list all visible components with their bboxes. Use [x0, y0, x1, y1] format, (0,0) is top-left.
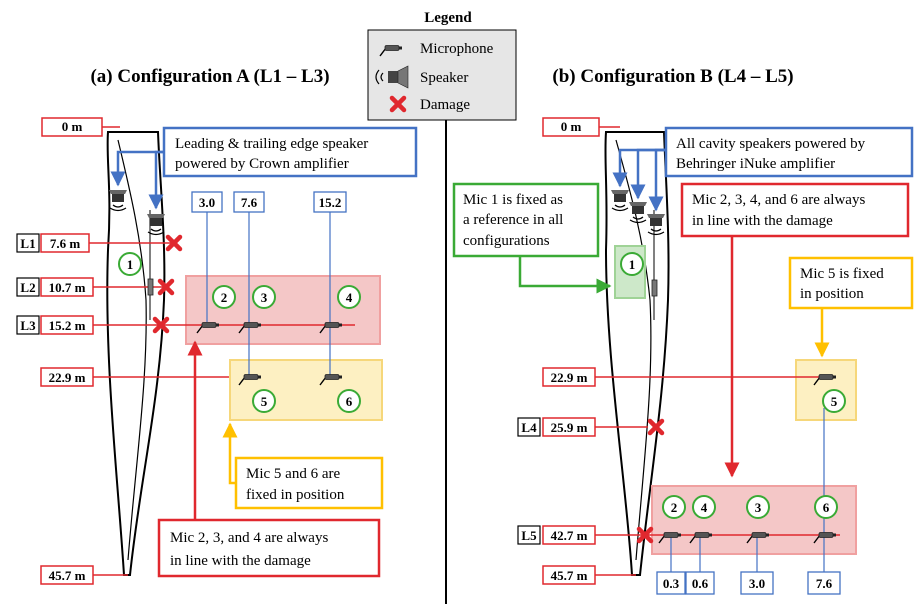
panel-a: (a) Configuration A (L1 – L3) 0 m L1 7.6…: [16, 66, 418, 585]
offset-b-1: [656, 571, 686, 595]
callout-a-inline-line1: Mic 2, 3, and 4 are always: [170, 530, 328, 546]
legend-speaker-icon: [375, 65, 409, 89]
callout-a-fixed-line2: fixed in position: [246, 487, 345, 503]
callout-a-fixed: [234, 456, 384, 510]
callout-b-speaker-line2: Behringer iNuke amplifier: [676, 156, 835, 172]
callout-b-inline-line2: in line with the damage: [692, 213, 833, 229]
callout-b-reference-line3: configurations: [463, 233, 550, 249]
offset-b-4-label: 7.6: [816, 576, 833, 591]
zone-a-fixed: [229, 359, 383, 421]
callout-b-speaker: [664, 126, 914, 178]
station-a-5-label: 45.7 m: [49, 568, 86, 583]
legend-damage-label: Damage: [420, 97, 470, 113]
offset-b-3-label: 3.0: [749, 576, 765, 591]
offset-a-3-label: 15.2: [319, 195, 342, 210]
offset-b-4: [807, 571, 841, 595]
callout-b-fixed: [788, 256, 914, 310]
mic-a-2-label: 2: [221, 290, 228, 305]
layup-b-l4: [517, 417, 541, 437]
mic-a-5-badge: [252, 389, 276, 413]
layup-a-l2: [16, 277, 40, 297]
mic-a-2-badge: [212, 285, 236, 309]
mic-a-1-label: 1: [127, 257, 134, 272]
station-b-3-label: 42.7 m: [551, 528, 588, 543]
mic-b-5-label: 5: [831, 394, 838, 409]
station-a-1-label: 7.6 m: [50, 236, 81, 251]
station-b-0-label: 0 m: [561, 119, 582, 134]
offset-b-2-label: 0.6: [692, 576, 709, 591]
callout-b-reference: [452, 182, 600, 258]
station-a-0-label: 0 m: [62, 119, 83, 134]
mic-b-4-label: 4: [701, 500, 708, 515]
offset-b-3: [740, 571, 774, 595]
offset-b-2: [685, 571, 715, 595]
mic-b-5-badge: [822, 389, 846, 413]
mic-b-1-badge: [620, 252, 644, 276]
station-a-2-label: 10.7 m: [49, 280, 86, 295]
layup-b-l4-label: L4: [521, 420, 537, 435]
legend: Legend Microphone Speaker Damage: [367, 10, 517, 121]
station-b-4-label: 45.7 m: [551, 568, 588, 583]
station-b-2-label: 25.9 m: [551, 420, 588, 435]
layup-a-l3: [16, 315, 40, 335]
mic-a-5-label: 5: [261, 394, 268, 409]
callout-b-reference-line2: a reference in all: [463, 212, 563, 228]
blade-b-outline: [604, 131, 670, 576]
mic-a-6-label: 6: [346, 394, 353, 409]
callout-b-inline: [680, 182, 910, 238]
legend-speaker-label: Speaker: [420, 70, 468, 86]
zone-b-fixed: [795, 359, 857, 421]
mic-b-3-label: 3: [755, 500, 762, 515]
station-a-4-label: 22.9 m: [49, 370, 86, 385]
mic-b-3-badge: [746, 495, 770, 519]
callout-b-fixed-line2: in position: [800, 286, 864, 302]
layup-a-l1: [16, 233, 40, 253]
mic-a-3-label: 3: [261, 290, 268, 305]
callout-a-inline: [157, 518, 381, 578]
station-a-3-label: 15.2 m: [49, 318, 86, 333]
mic-b-2-badge: [662, 495, 686, 519]
offset-b-1-label: 0.3: [663, 576, 680, 591]
mic-a-1-badge: [118, 252, 142, 276]
callout-a-fixed-line1: Mic 5 and 6 are: [246, 466, 340, 482]
spar-a-marker: [147, 278, 154, 296]
callout-a-inline-line2: in line with the damage: [170, 553, 311, 569]
layup-a-l3-label: L3: [20, 318, 36, 333]
mic-b-4-badge: [692, 495, 716, 519]
mic-a-3-badge: [252, 285, 276, 309]
mic-b-6-badge: [814, 495, 838, 519]
layup-b-l5: [517, 525, 541, 545]
legend-microphone-label: Microphone: [420, 41, 494, 57]
callout-a-speaker: [162, 126, 418, 178]
callout-b-speaker-line1: All cavity speakers powered by: [676, 136, 866, 152]
layup-b-l5-label: L5: [521, 528, 537, 543]
callout-a-speaker-line2: powered by Crown amplifier: [175, 156, 349, 172]
callout-b-reference-line1: Mic 1 is fixed as: [463, 192, 563, 208]
offset-a-1-label: 3.0: [199, 195, 215, 210]
callout-b-fixed-line1: Mic 5 is fixed: [800, 266, 884, 282]
blade-a-inner-line: [117, 139, 147, 561]
callout-b-inline-line1: Mic 2, 3, 4, and 6 are always: [692, 192, 865, 208]
mic-b-6-label: 6: [823, 500, 830, 515]
mic-b-2-label: 2: [671, 500, 678, 515]
mic-a-4-badge: [337, 285, 361, 309]
layup-a-l1-label: L1: [20, 236, 35, 251]
callout-a-speaker-line1: Leading & trailing edge speaker: [175, 136, 368, 152]
offset-a-2-label: 7.6: [241, 195, 258, 210]
spar-b-marker: [651, 279, 658, 297]
panel-b-title: (b) Configuration B (L4 – L5): [552, 66, 793, 87]
mic-a-6-badge: [337, 389, 361, 413]
mic-a-4-label: 4: [346, 290, 353, 305]
station-b-1-label: 22.9 m: [551, 370, 588, 385]
panel-b: (b) Configuration B (L4 – L5) 0 m 22.9 m…: [452, 66, 914, 595]
layup-a-l2-label: L2: [20, 280, 35, 295]
legend-title: Legend: [424, 10, 472, 26]
mic-b-1-label: 1: [629, 257, 636, 272]
panel-a-title: (a) Configuration A (L1 – L3): [90, 66, 329, 87]
